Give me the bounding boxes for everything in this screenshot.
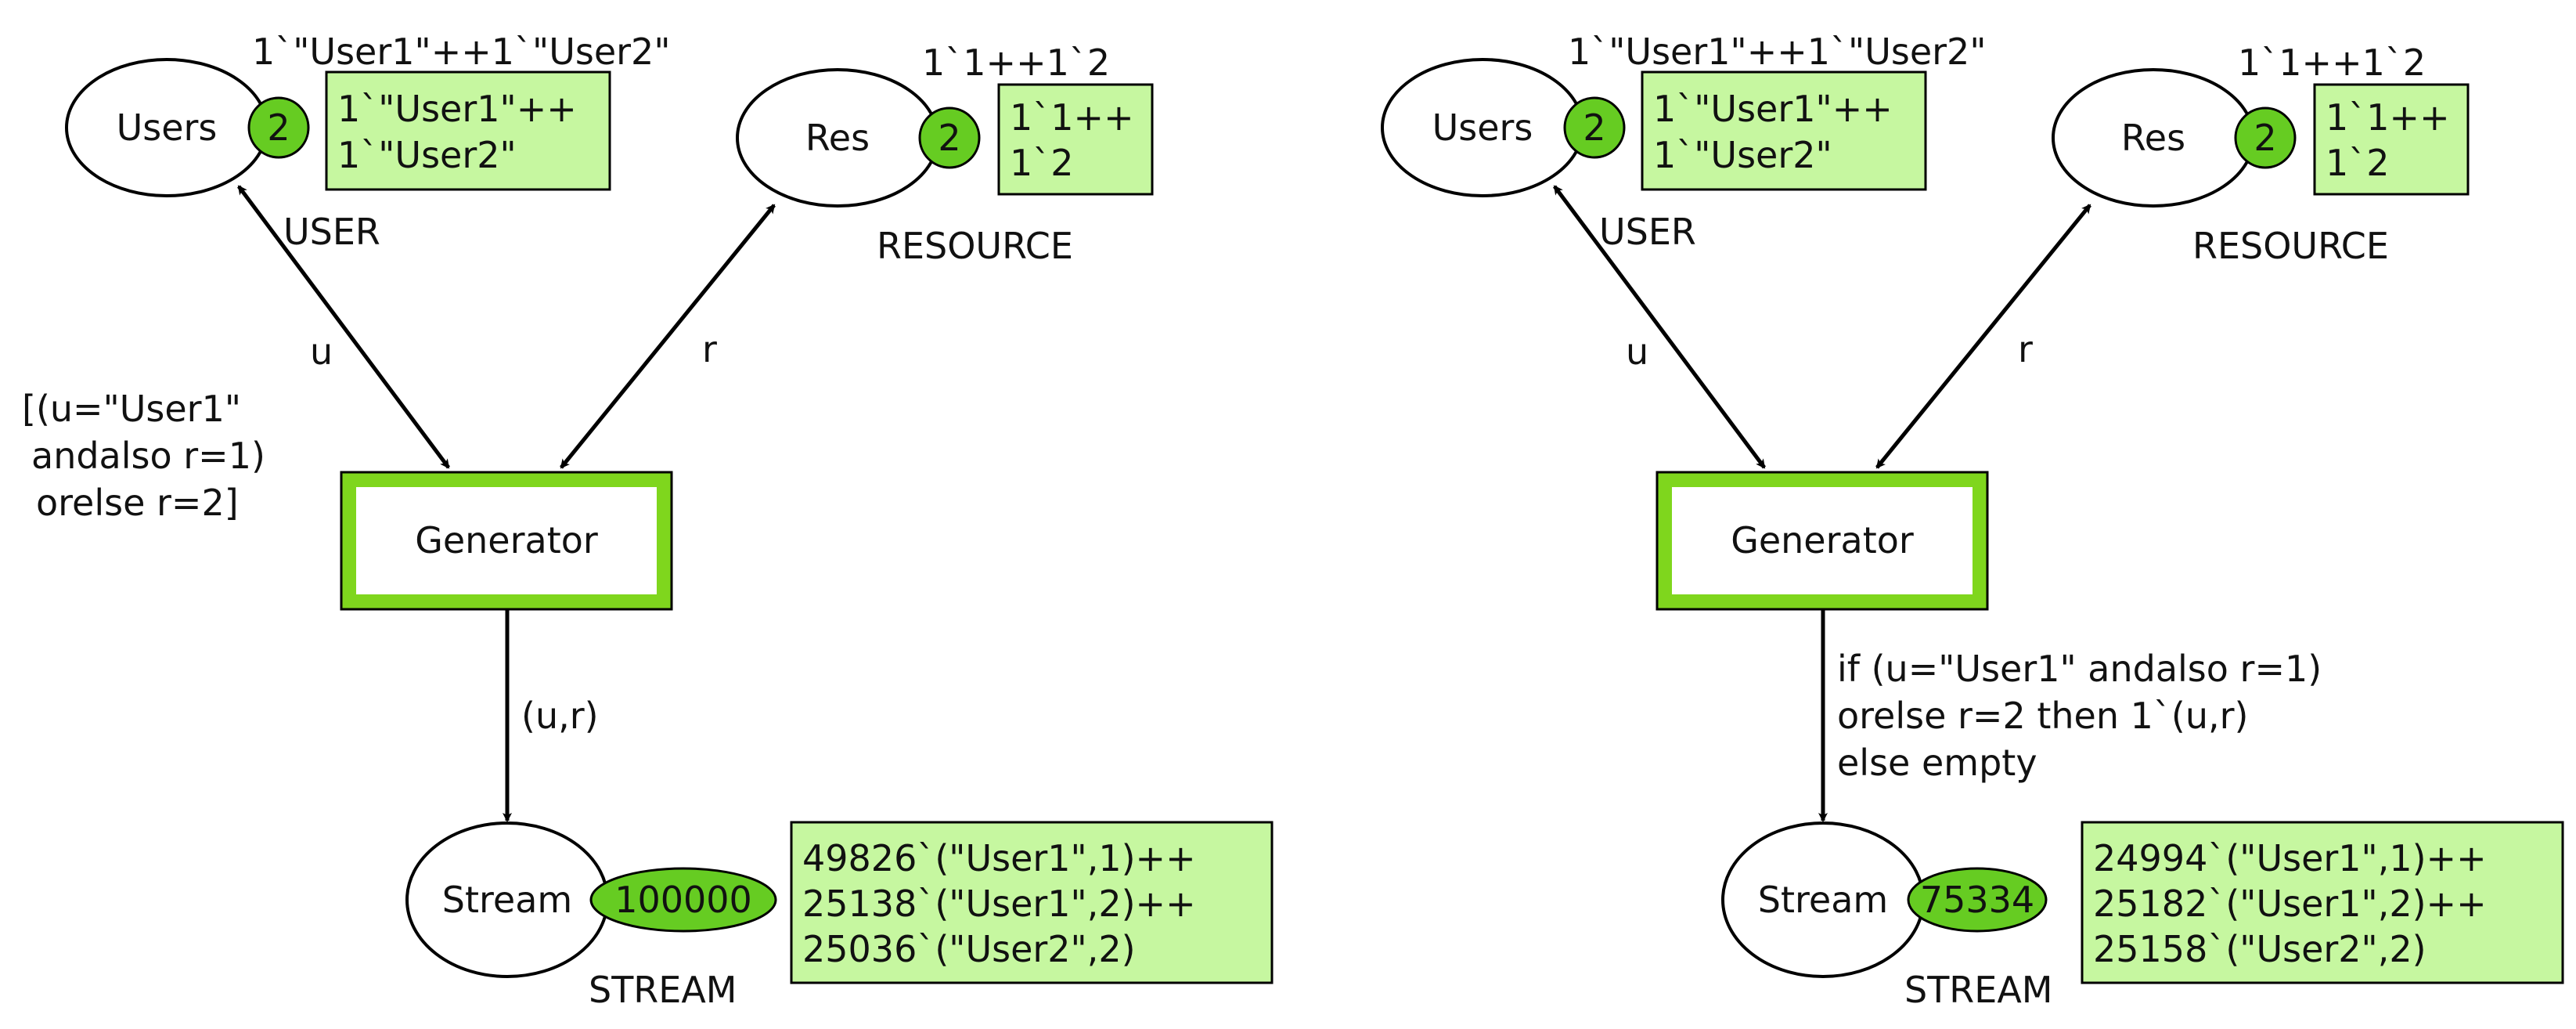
token-count: 2 [1583, 107, 1605, 149]
net-left: Users 2 1`"User1"++1`"User2" 1`"User1"++… [22, 31, 1274, 1011]
place-res[interactable]: Res 2 [736, 68, 981, 208]
arc-expression-line: else empty [1837, 742, 2037, 784]
marking-box-users: 1`"User1"++ 1`"User2" [325, 70, 611, 191]
marking-line: 49826`("User1",1)++ [802, 837, 1196, 879]
marking-box-stream: 24994`("User1",1)++ 25182`("User1",2)++ … [2081, 821, 2564, 984]
marking-line: 1`1++ [1010, 96, 1134, 139]
arc-expression-output: if (u="User1" andalso r=1) orelse r=2 th… [1837, 648, 2322, 784]
place-users[interactable]: Users 2 [65, 58, 310, 197]
place-users[interactable]: Users 2 [1381, 58, 1626, 197]
token-count: 2 [938, 117, 960, 159]
initial-marking-res: 1`1++1`2 [922, 42, 1110, 84]
token-count: 2 [267, 107, 290, 149]
token-count-badge [247, 96, 310, 159]
arc-users-generator [1552, 185, 1767, 469]
initial-marking-users: 1`"User1"++1`"User2" [252, 31, 670, 73]
transition-label: Generator [1731, 519, 1914, 561]
marking-line: 1`1++ [2326, 96, 2450, 139]
arc-label-r: r [2018, 328, 2033, 370]
marking-line: 1`"User2" [337, 134, 517, 176]
guard-expression: [(u="User1" andalso r=1) orelse r=2] [22, 388, 265, 524]
arc-label-u: u [1626, 330, 1648, 373]
marking-line: 1`"User1"++ [1653, 88, 1893, 130]
token-count-badge [918, 107, 981, 169]
marking-line: 1`"User2" [1653, 134, 1832, 176]
place-users-label: Users [1432, 107, 1533, 149]
transition-generator[interactable]: Generator [340, 471, 673, 611]
token-count-badge [2234, 107, 2297, 169]
arc-res-generator [560, 204, 776, 469]
colorset-stream: STREAM [1904, 969, 2052, 1011]
colorset-resource: RESOURCE [877, 225, 1073, 267]
marking-line: 25158`("User2",2) [2093, 928, 2426, 970]
place-stream-label: Stream [442, 879, 572, 921]
transition-generator[interactable]: Generator [1655, 471, 1989, 611]
net-right: Users 2 1`"User1"++1`"User2" 1`"User1"++… [1381, 31, 2564, 1011]
place-stream-label: Stream [1758, 879, 1888, 921]
token-count: 75334 [1920, 879, 2034, 921]
arc-expression-line: orelse r=2 then 1`(u,r) [1837, 695, 2248, 737]
place-res[interactable]: Res 2 [2052, 68, 2297, 208]
token-count: 100000 [614, 879, 752, 921]
place-users-label: Users [117, 107, 218, 149]
arc-label-r: r [702, 328, 717, 370]
marking-line: 24994`("User1",1)++ [2093, 837, 2487, 879]
marking-line: 25182`("User1",2)++ [2093, 883, 2487, 925]
marking-line: 25036`("User2",2) [802, 928, 1136, 970]
marking-box-stream: 49826`("User1",1)++ 25138`("User1",2)++ … [790, 821, 1274, 984]
marking-box-users: 1`"User1"++ 1`"User2" [1641, 70, 1927, 191]
arc-label-output: (u,r) [521, 695, 599, 737]
transition-label: Generator [415, 519, 598, 561]
place-res-label: Res [2121, 117, 2185, 159]
guard-line: andalso r=1) [31, 435, 265, 477]
token-count-badge [1563, 96, 1626, 159]
marking-line: 1`"User1"++ [337, 88, 577, 130]
marking-box-res: 1`1++ 1`2 [997, 83, 1154, 196]
token-count-badge [1907, 867, 2048, 933]
guard-line: [(u="User1" [22, 388, 241, 430]
initial-marking-users: 1`"User1"++1`"User2" [1568, 31, 1986, 73]
colorset-stream: STREAM [589, 969, 737, 1011]
arc-label-u: u [310, 330, 333, 373]
arc-expression-line: if (u="User1" andalso r=1) [1837, 648, 2322, 690]
colorset-user: USER [283, 211, 380, 253]
marking-line: 25138`("User1",2)++ [802, 883, 1196, 925]
guard-line: orelse r=2] [36, 482, 239, 524]
token-count: 2 [2254, 117, 2276, 159]
marking-line: 1`2 [2326, 142, 2390, 184]
place-stream[interactable]: Stream 100000 [405, 821, 777, 978]
initial-marking-res: 1`1++1`2 [2238, 42, 2426, 84]
marking-box-res: 1`1++ 1`2 [2313, 83, 2470, 196]
arc-res-generator [1875, 204, 2091, 469]
arc-users-generator [236, 185, 451, 469]
marking-line: 1`2 [1010, 142, 1074, 184]
colorset-user: USER [1599, 211, 1696, 253]
colorset-resource: RESOURCE [2192, 225, 2389, 267]
place-stream[interactable]: Stream 75334 [1721, 821, 2048, 978]
token-count-badge [589, 867, 777, 933]
place-res-label: Res [805, 117, 870, 159]
